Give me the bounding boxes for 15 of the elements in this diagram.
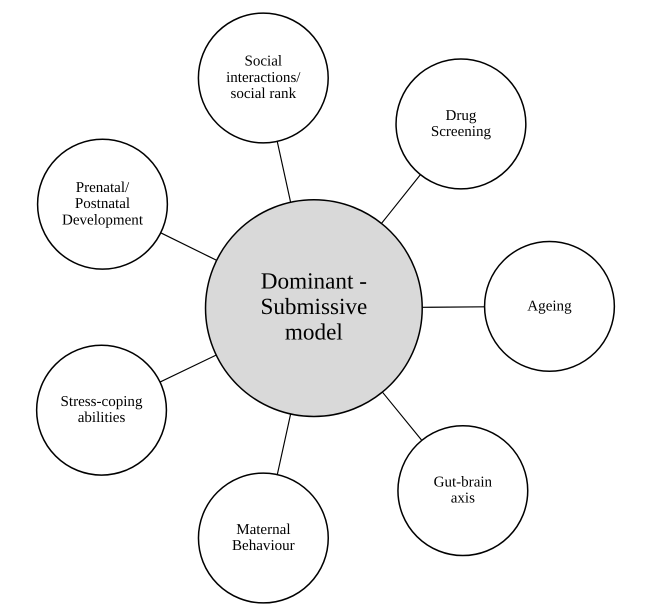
connector [276, 141, 291, 202]
node-circle: Ageing [483, 240, 615, 372]
connector [276, 414, 291, 474]
node-circle: Drug Screening [394, 58, 526, 190]
connector [382, 392, 422, 440]
node-circle: Social interactions/ social rank [197, 12, 328, 144]
node-circle: Gut-brain axis [396, 425, 528, 556]
node-circle: Stress-coping abilities [35, 344, 167, 476]
connector [159, 354, 216, 383]
node-circle: Dominant - Submissive model [204, 199, 422, 418]
connector [380, 174, 420, 224]
node-circle: Maternal Behaviour [197, 472, 328, 604]
node-circle: Prenatal/ Postnatal Development [36, 138, 168, 270]
connector [422, 306, 484, 308]
connector [160, 232, 216, 261]
